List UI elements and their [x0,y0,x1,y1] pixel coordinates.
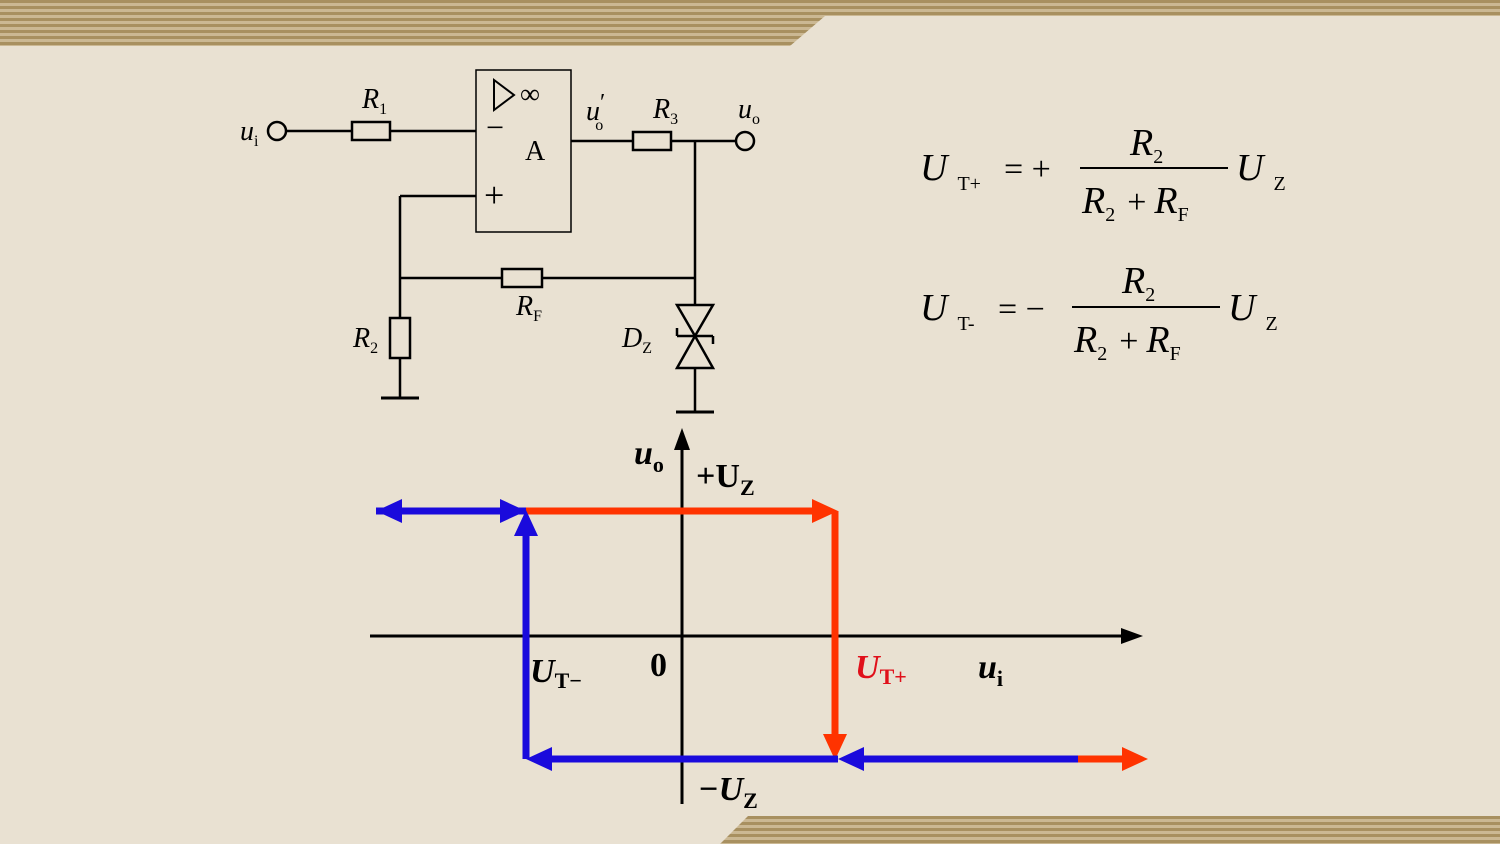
label-uo: uo [738,94,760,128]
label-dz: DZ [621,323,652,357]
opamp-body [475,69,572,233]
label-rf: RF [515,291,542,325]
input-terminal [266,120,288,142]
noninverting-sign: + [484,175,504,215]
inverting-sign: − [486,109,504,145]
svg-text:R2: R2 [1129,122,1163,168]
transfer-graph: uo ui 0 +UZ −UZ UT− UT+ [370,428,1148,813]
circuit-diagram [266,69,756,414]
resistor-r2 [388,316,412,360]
resistor-r3 [631,130,673,152]
svg-text:R2+RF: R2+RF [1073,319,1181,365]
bottom-border-decoration [720,816,1500,844]
svg-text:= −: = − [998,291,1045,328]
svg-text:UT-: UT- [920,287,975,335]
svg-text:UZ: UZ [1236,147,1286,195]
label-r2: R2 [352,323,378,357]
label-r1: R1 [361,84,387,118]
opamp-gain: ∞ [520,79,540,110]
opamp-name: A [525,136,546,167]
label-r3: R3 [652,94,678,128]
x-axis-label: ui [978,649,1003,691]
y-axis-arrow-icon [674,428,690,450]
label-ui: ui [240,116,259,150]
resistor-r1 [350,120,392,142]
top-border-decoration [0,0,1500,46]
plus-uz-label: +UZ [696,458,755,500]
falling-path [376,499,1078,771]
label-uo-prime: u′o [586,90,605,134]
ut-minus-label: UT− [530,653,582,693]
ut-plus-label: UT+ [855,649,907,689]
resistor-rf [500,267,544,289]
x-axis-arrow-icon [1121,628,1143,644]
origin-label: 0 [650,647,667,684]
y-axis-label: uo [634,435,664,477]
opamp-triangle-icon [493,78,516,112]
zener-diode-icon [674,303,716,370]
svg-text:= +: = + [1004,151,1051,188]
svg-text:R2: R2 [1121,260,1155,306]
svg-text:UT+: UT+ [920,147,981,195]
circuit-labels: ui R1 ∞ A − + u′o R3 uo RF R2 DZ [240,79,760,357]
minus-uz-label: −UZ [698,771,758,813]
output-terminal [734,130,756,152]
svg-text:UZ: UZ [1228,287,1278,335]
svg-text:R2+RF: R2+RF [1081,180,1189,226]
